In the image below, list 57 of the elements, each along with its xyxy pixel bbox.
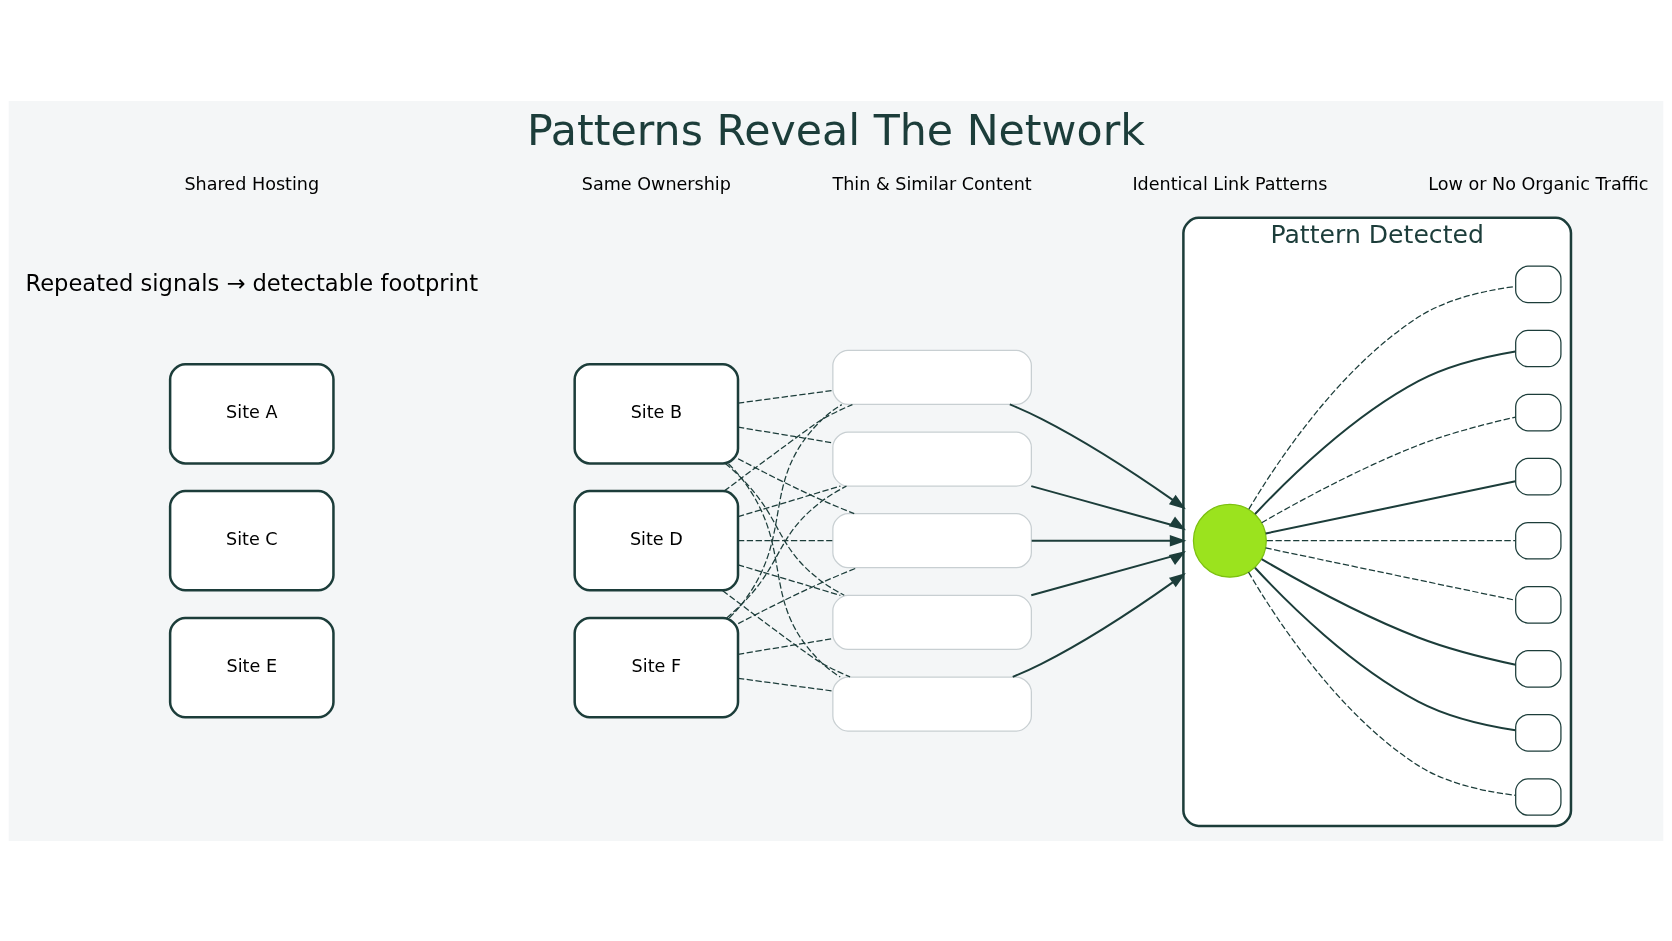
node-box bbox=[1515, 329, 1562, 367]
arrow bbox=[1012, 572, 1186, 678]
connector bbox=[1254, 566, 1516, 731]
node-box: Site A bbox=[168, 362, 335, 465]
legend-label: Low or No Organic Traffic bbox=[1428, 173, 1649, 194]
node-box: Site F bbox=[573, 616, 740, 718]
connector bbox=[723, 403, 854, 491]
arrow bbox=[1031, 484, 1186, 530]
connector bbox=[1265, 479, 1516, 534]
legend-label: Shared Hosting bbox=[184, 173, 320, 194]
connector bbox=[1247, 571, 1516, 796]
connector bbox=[1261, 415, 1517, 523]
node-box bbox=[832, 349, 1032, 405]
legend-label: Same Ownership bbox=[581, 173, 731, 194]
arrow bbox=[1031, 550, 1186, 596]
legend-label: Identical Link Patterns bbox=[1132, 173, 1328, 194]
connector bbox=[737, 426, 834, 443]
node-box bbox=[1515, 713, 1562, 752]
connector bbox=[737, 539, 834, 541]
cluster: Pattern Detected bbox=[1182, 216, 1573, 827]
connector bbox=[727, 462, 841, 678]
node-box bbox=[1515, 393, 1562, 431]
connector bbox=[737, 484, 841, 517]
node-box: Site C bbox=[168, 489, 335, 592]
node-box bbox=[832, 675, 1032, 732]
connector bbox=[737, 389, 834, 404]
connector bbox=[1266, 539, 1516, 541]
node-box bbox=[832, 594, 1032, 650]
connector bbox=[737, 566, 858, 624]
arrow bbox=[1031, 534, 1187, 547]
connector bbox=[722, 589, 851, 678]
node-box bbox=[832, 512, 1032, 568]
node-box bbox=[832, 430, 1032, 487]
connector bbox=[737, 563, 841, 596]
connector bbox=[1248, 285, 1516, 510]
node-box: Site B bbox=[573, 362, 740, 465]
node-box bbox=[1515, 649, 1562, 688]
node-box bbox=[1515, 521, 1562, 560]
connector bbox=[1254, 350, 1516, 515]
connector bbox=[724, 462, 845, 596]
connector bbox=[726, 485, 848, 619]
node-circle bbox=[1192, 503, 1267, 578]
node-box bbox=[1515, 585, 1562, 624]
diagram-title: Patterns Reveal The Network bbox=[527, 104, 1145, 155]
legend-label: Thin & Similar Content bbox=[832, 173, 1032, 194]
connector bbox=[737, 677, 834, 692]
node-box: Site D bbox=[573, 489, 740, 592]
node-box: Site E bbox=[168, 616, 335, 718]
connector bbox=[728, 403, 843, 619]
node-box bbox=[1515, 777, 1562, 816]
arrow bbox=[1009, 403, 1186, 509]
label: Repeated signals → detectable footprint bbox=[25, 269, 479, 296]
node-box bbox=[1515, 457, 1562, 495]
connector bbox=[737, 637, 834, 655]
connector bbox=[737, 457, 855, 514]
connector bbox=[1261, 557, 1516, 666]
node-box bbox=[1515, 265, 1562, 303]
